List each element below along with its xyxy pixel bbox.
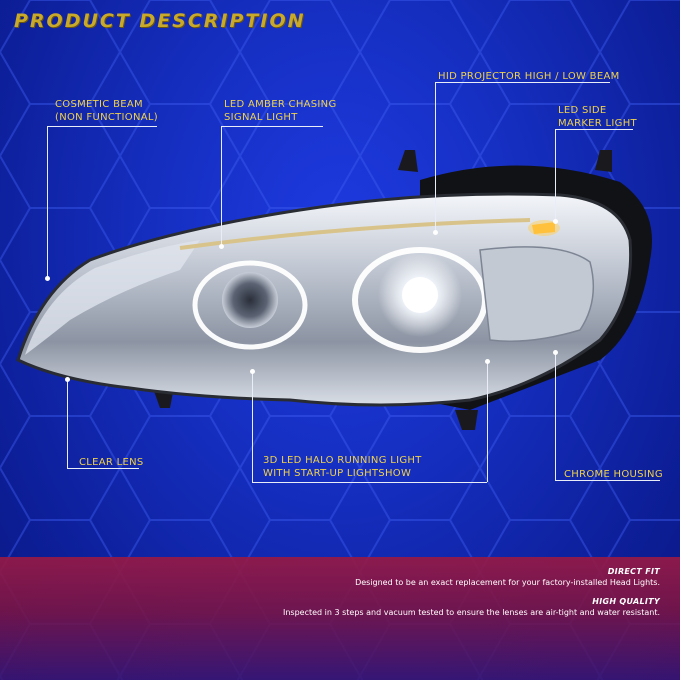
label-hid-projector: HID PROJECTOR HIGH / LOW BEAM [438, 71, 620, 82]
feature-banner: DIRECT FIT Designed to be an exact repla… [0, 557, 680, 680]
headlight-image [16, 150, 652, 430]
label-chrome-housing: CHROME HOUSING [564, 469, 663, 480]
label-cosmetic-beam: COSMETIC BEAM(NON FUNCTIONAL) [55, 99, 158, 123]
page-title: PRODUCT DESCRIPTION [14, 10, 306, 32]
direct-fit-title: DIRECT FIT [607, 567, 660, 576]
high-quality-title: HIGH QUALITY [592, 597, 660, 606]
direct-fit-text: Designed to be an exact replacement for … [355, 578, 660, 587]
label-clear-lens: CLEAR LENS [79, 457, 144, 468]
high-quality-text: Inspected in 3 steps and vacuum tested t… [282, 608, 660, 617]
